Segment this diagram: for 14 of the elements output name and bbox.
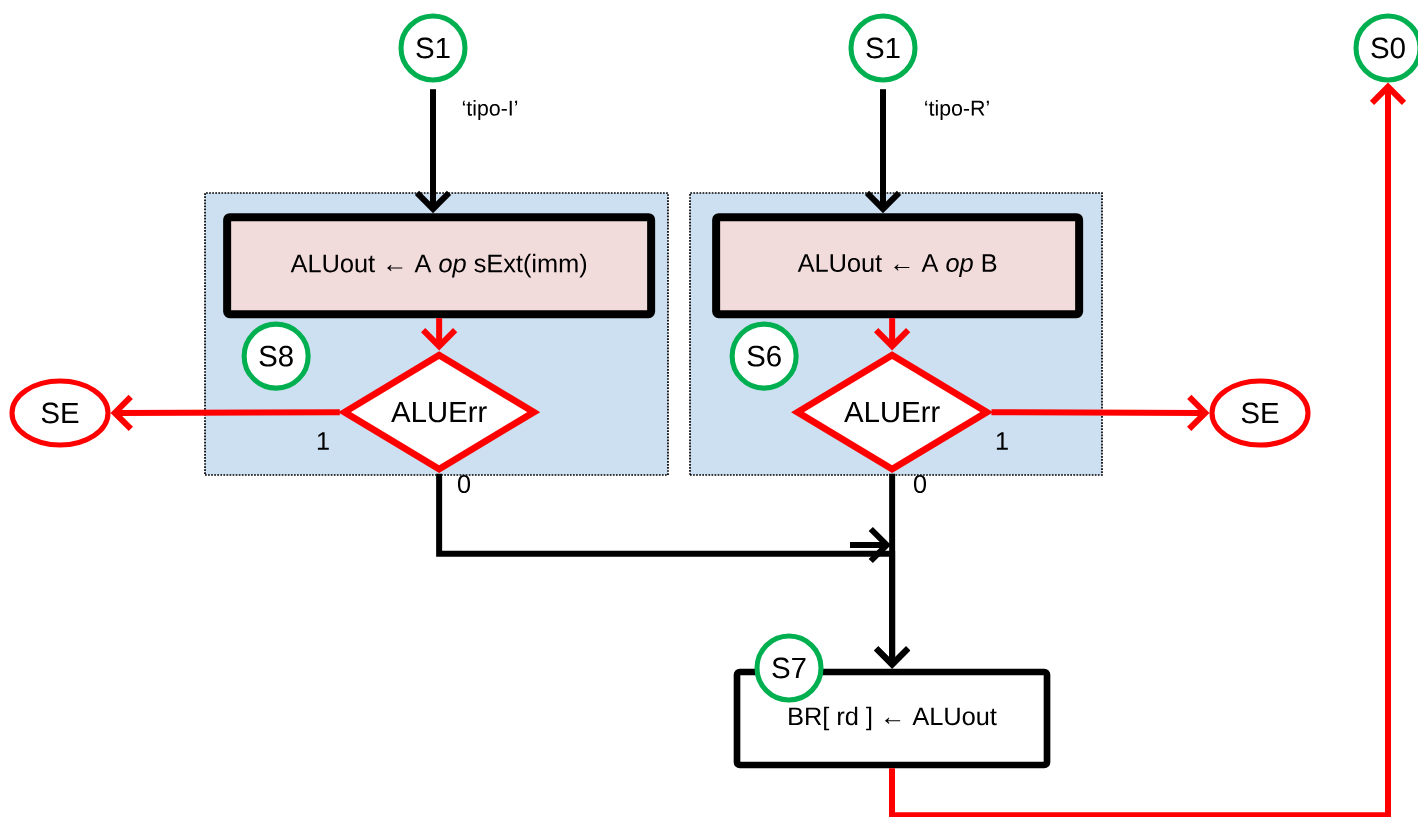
arrow (110, 394, 340, 432)
edge-label: 1 (996, 432, 1008, 450)
arrow (874, 473, 911, 669)
arrow (889, 82, 1407, 817)
edge-label: 0 (457, 475, 471, 493)
edge-label: 1 (317, 432, 329, 450)
edge-label: 0 (913, 475, 927, 493)
edge-label: ‘tipo-R’ (925, 100, 989, 120)
edge-label: ‘tipo-I’ (462, 100, 518, 120)
arrow (864, 89, 902, 214)
process-box: ALUout ← A op sExt(imm) (223, 213, 656, 319)
arrow (414, 89, 452, 214)
process-box: ALUout ← A op B (712, 213, 1084, 319)
arrow (991, 394, 1210, 432)
